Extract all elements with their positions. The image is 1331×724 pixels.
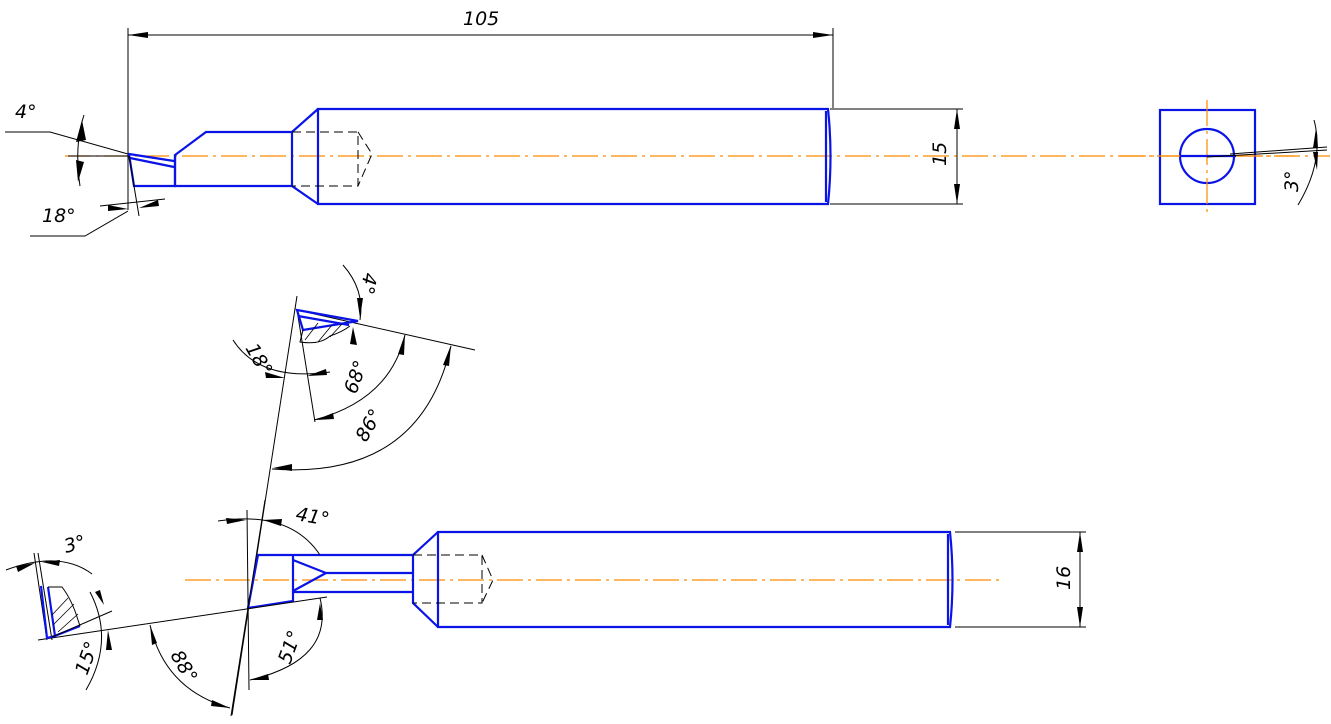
angle-15: 15° <box>71 639 103 678</box>
length-dimension: 105 <box>127 8 834 210</box>
angle-4-section: 4° <box>355 271 380 296</box>
top-view: 105 15 4° <box>5 8 1330 237</box>
arrowhead <box>813 32 833 38</box>
angle-51: 51° <box>274 628 306 667</box>
dim-16: 16 <box>1053 566 1075 590</box>
arrowhead <box>128 32 148 38</box>
angle-3-section: 3° <box>62 531 89 558</box>
angle-18-section: 18° <box>241 340 277 380</box>
shank-dimension-16: 16 <box>955 531 1086 628</box>
angle-18: 18° <box>42 205 76 227</box>
dim-105: 105 <box>463 8 499 30</box>
end-view: 3° <box>1120 100 1328 212</box>
angle-88: 88° <box>166 647 202 687</box>
dim-15: 15 <box>929 142 951 166</box>
shank-dimension-15: 15 <box>830 108 963 205</box>
angle-4: 4° <box>15 101 37 123</box>
tool-body <box>127 107 832 206</box>
top-angles: 4° 18° <box>5 101 166 237</box>
angle-68: 68° <box>340 358 372 397</box>
angle-86: 86° <box>351 405 387 445</box>
side-section: 3° 15° <box>5 531 113 691</box>
plan-view: 16 41° 51° 88° <box>37 499 1086 717</box>
tip-section: 4° 18° 68° 86° <box>231 264 476 716</box>
angle-3-end: 3° <box>1281 170 1303 192</box>
angle-41: 41° <box>294 503 331 531</box>
